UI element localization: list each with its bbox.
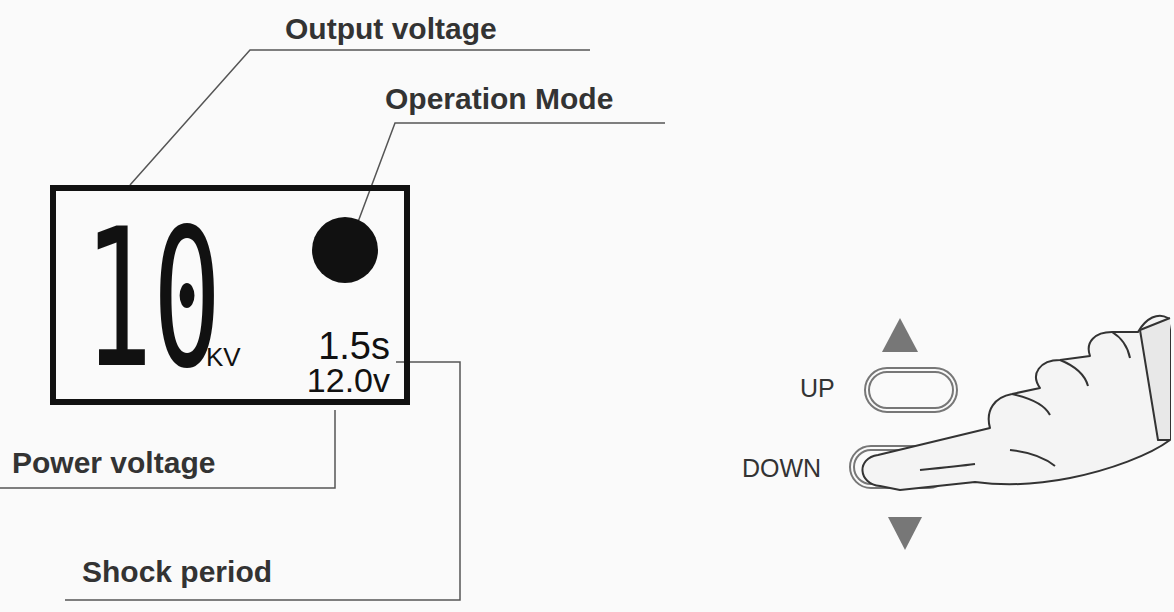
button-label: UP — [800, 375, 835, 403]
leader-line — [65, 362, 460, 600]
leader-line — [130, 50, 590, 185]
up-button-inner — [869, 372, 953, 408]
callout-label: Power voltage — [12, 446, 215, 479]
leader-line — [352, 123, 665, 238]
down-triangle — [888, 517, 922, 550]
callout-label: Shock period — [82, 555, 272, 588]
callout-label: Operation Mode — [385, 82, 613, 115]
leader-line — [0, 410, 335, 488]
power-voltage-value: 12.0v — [307, 363, 390, 397]
display-panel: 10KV 1.5s12.0v — [50, 185, 410, 405]
unit-label: KV — [206, 344, 241, 370]
pointing-hand — [862, 316, 1170, 490]
shock-period-value: 1.5s — [318, 327, 390, 365]
up-triangle — [882, 318, 918, 352]
output-voltage-digits: 10 — [84, 205, 221, 395]
up-button — [865, 368, 957, 412]
button-label: DOWN — [742, 455, 821, 483]
callout-label: Output voltage — [285, 12, 497, 45]
mode-indicator — [312, 217, 378, 283]
